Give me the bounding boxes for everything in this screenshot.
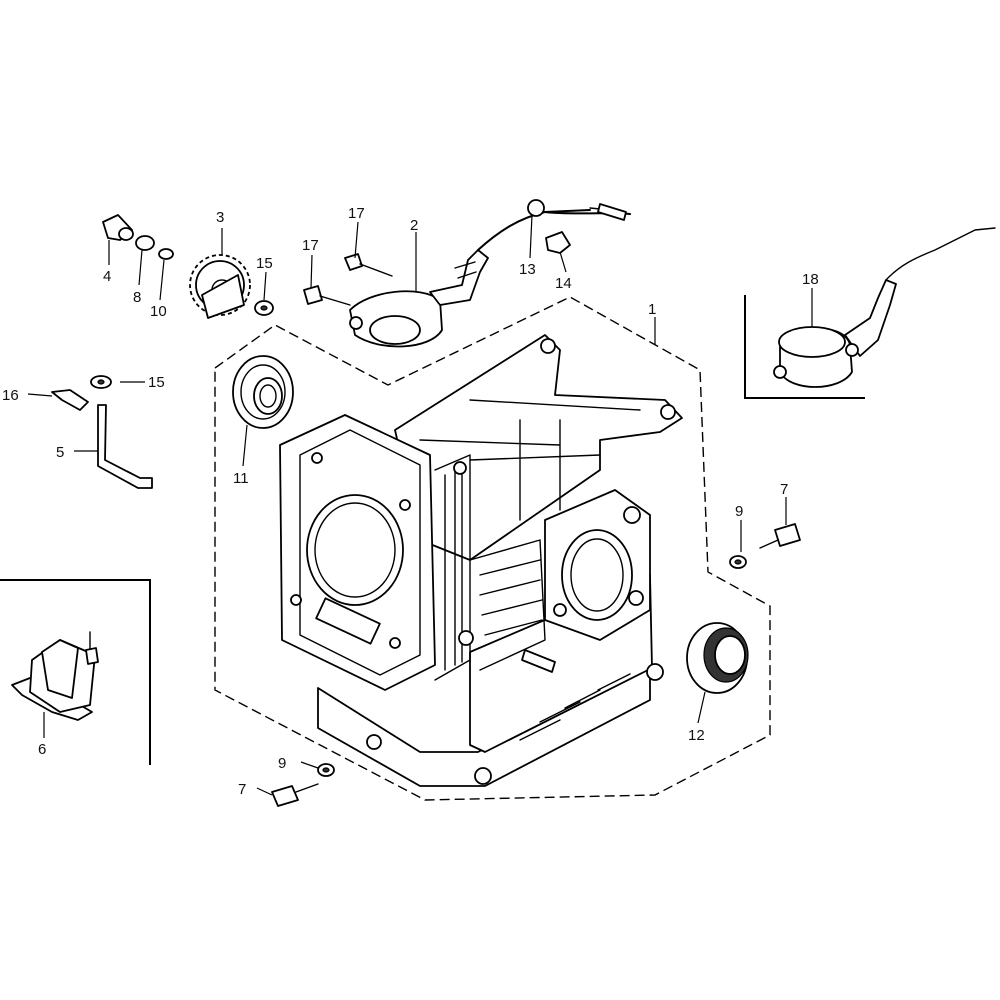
breather-group-bracket: [744, 295, 865, 399]
governor-arm-5: [97, 404, 153, 489]
callout-7-lower: 7: [238, 781, 246, 798]
callout-15-lower: 15: [148, 374, 165, 391]
washer-15-upper-hole: [260, 305, 268, 311]
callout-11: 11: [233, 470, 249, 487]
leader-lines: [27, 214, 813, 796]
callout-16: 16: [2, 387, 19, 404]
callout-13: 13: [519, 261, 536, 278]
callout-12: 12: [688, 727, 705, 744]
callout-9-right: 9: [735, 503, 743, 520]
callout-15-upper: 15: [256, 255, 273, 272]
washer-9-right-hole: [734, 559, 742, 565]
clip-10: [158, 248, 174, 260]
bolt-17a: [344, 253, 393, 277]
washer-9-lower-hole: [322, 767, 330, 773]
oil-filler-tube: [349, 199, 631, 348]
callout-2: 2: [410, 217, 418, 234]
crankcase-dashed-outline: [214, 296, 771, 801]
engine-mount: [11, 631, 99, 721]
callout-17-lower: 17: [302, 237, 319, 254]
clip-16: [51, 389, 89, 411]
callout-10: 10: [150, 303, 167, 320]
callout-7-right: 7: [780, 481, 788, 498]
callout-9-lower: 9: [278, 755, 286, 772]
oil-level-switch: [773, 227, 996, 388]
cable-13: [589, 203, 629, 221]
bolt-17b: [303, 285, 351, 306]
ball-bearing: [232, 355, 294, 429]
callout-6: 6: [38, 741, 46, 758]
callout-5: 5: [56, 444, 64, 461]
governor-gear: [189, 254, 251, 319]
callout-14: 14: [555, 275, 572, 292]
washer-15-lower-hole: [97, 379, 105, 385]
oil-seal: [686, 622, 749, 694]
callout-8: 8: [133, 289, 141, 306]
drain-bolt-right: [759, 523, 801, 549]
callout-4: 4: [103, 268, 111, 285]
callout-3: 3: [216, 209, 224, 226]
crankcase: [279, 334, 683, 787]
governor-pin: [102, 214, 134, 241]
callout-labels: 1 2 3 4 5 6 7 7 8 9 9 10 11 12 13 14 15 …: [2, 205, 819, 798]
callout-18: 18: [802, 271, 819, 288]
washer-8: [135, 235, 155, 251]
callout-1: 1: [648, 301, 656, 318]
drain-bolt-lower: [271, 783, 319, 807]
callout-17-upper: 17: [348, 205, 365, 222]
grommet-14: [545, 231, 571, 254]
mount-group-bracket: [0, 579, 151, 765]
